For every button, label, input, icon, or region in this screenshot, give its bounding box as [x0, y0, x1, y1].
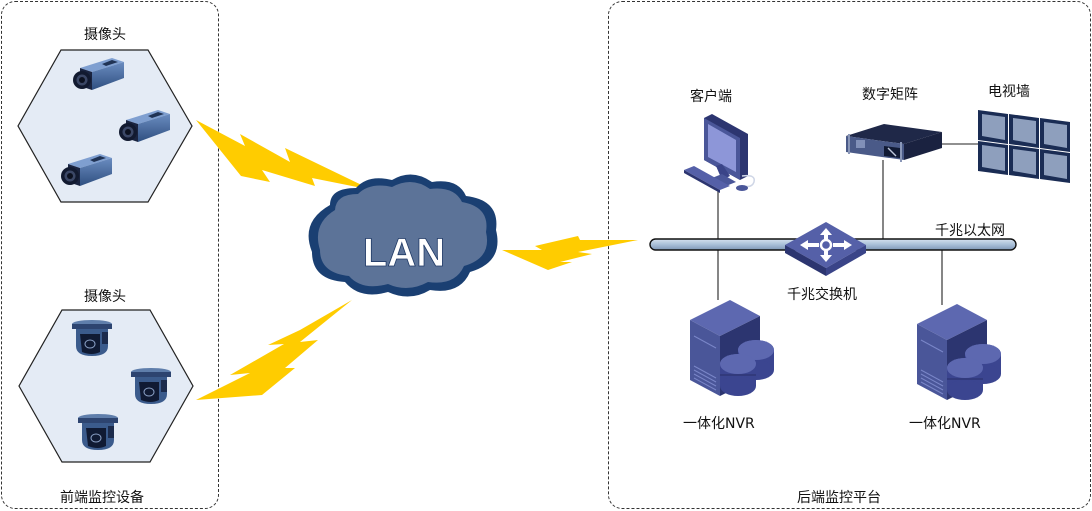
digital-matrix-label: 数字矩阵 [862, 87, 918, 103]
nvr-2-label: 一体化NVR [909, 416, 981, 432]
client-computer-icon [684, 114, 755, 193]
nvr-1-label: 一体化NVR [683, 416, 755, 432]
dome-camera-icon [71, 319, 113, 357]
nvr-server-icon [916, 303, 1002, 401]
back-end-group [608, 1, 1091, 509]
box-camera-hexagon [17, 49, 193, 203]
nvr-server-icon [689, 299, 775, 397]
video-wall-screen-glass [1044, 153, 1067, 179]
switch-icon [785, 222, 866, 276]
video-wall-screen-glass [982, 145, 1005, 171]
dome-camera-hexagon [18, 309, 194, 463]
dome-camera-icon [77, 413, 119, 451]
video-wall-screen-glass [1044, 122, 1067, 148]
video-wall-screen-glass [1013, 149, 1036, 175]
wireless-link-bolt [196, 300, 352, 400]
video-wall-screen-glass [982, 114, 1005, 140]
video-wall-label: 电视墙 [988, 84, 1030, 100]
dome-camera-label: 摄像头 [84, 289, 126, 305]
dome-camera-icon [130, 367, 172, 405]
wireless-link-bolt [196, 120, 372, 190]
front-end-group [1, 1, 219, 509]
lan-label: LAN [363, 231, 445, 275]
front-end-title: 前端监控设备 [60, 490, 144, 506]
switch-label: 千兆交换机 [787, 287, 857, 303]
video-wall-icon [978, 110, 1070, 183]
wireless-link-bolt [502, 236, 638, 270]
box-camera-label: 摄像头 [84, 27, 126, 43]
client-label: 客户端 [690, 89, 732, 105]
video-wall-screen-glass [1013, 118, 1036, 144]
back-end-title: 后端监控平台 [797, 490, 881, 506]
lan-cloud-icon [308, 174, 498, 297]
digital-matrix-icon [846, 124, 942, 162]
ethernet-label: 千兆以太网 [935, 223, 1005, 239]
